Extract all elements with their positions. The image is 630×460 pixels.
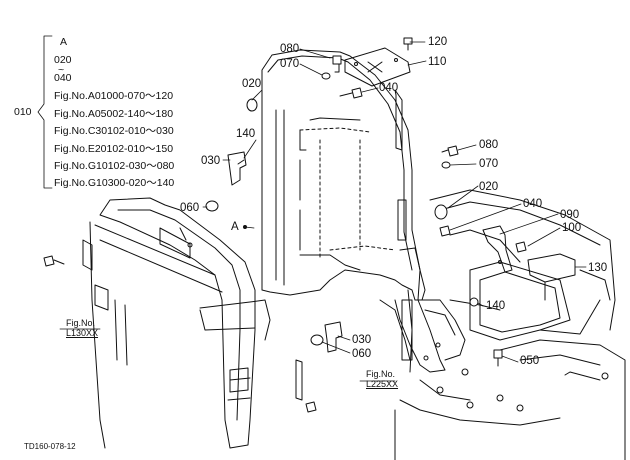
part-130: 130	[588, 262, 608, 274]
part-090: 090	[560, 209, 580, 221]
part-080-right: 080	[479, 139, 499, 151]
ref-line-fig-e20102: Fig.No.E20102-010～150	[54, 143, 174, 155]
main-frame-plate	[261, 49, 466, 373]
fig-ref-left-code[interactable]: L130XX	[66, 328, 99, 338]
fig-ref-left[interactable]: Fig.No. L130XX	[66, 318, 98, 338]
part-020-right: 020	[479, 181, 499, 193]
part-100: 100	[562, 222, 582, 234]
ref-line-fig-g10102: Fig.No.G10102-030～080	[54, 160, 175, 172]
bracket-090	[482, 225, 513, 273]
part-060-left: 060	[180, 202, 200, 214]
ref-line-a: A	[60, 36, 68, 48]
ref-line-fig-c30102: Fig.No.C30102-010～030	[54, 125, 174, 137]
leader-lines	[59, 41, 587, 382]
platform-floor	[394, 189, 626, 460]
part-050: 050	[520, 355, 540, 367]
assembly-brace	[37, 35, 53, 189]
fig-ref-right-word: Fig.No.	[366, 369, 396, 379]
ref-marker-a: A	[231, 221, 239, 233]
part-030-bottom: 030	[352, 334, 372, 346]
cover-plate-110	[344, 47, 411, 87]
part-020-left: 020	[242, 78, 262, 90]
part-140-left: 140	[236, 128, 256, 140]
ref-line-fig-a05002: Fig.No.A05002-140～180	[54, 108, 174, 120]
ref-marker-a-dot	[243, 225, 247, 229]
ref-line-tilde: ~	[58, 64, 65, 76]
fig-ref-right-code[interactable]: L225XX	[366, 379, 399, 389]
ref-line-fig-g10300: Fig.No.G10300-020～140	[54, 177, 175, 189]
part-070-top: 070	[280, 58, 300, 70]
part-060-bottom: 060	[352, 348, 372, 360]
fig-ref-left-word: Fig.No.	[66, 318, 96, 328]
ref-line-fig-a01000: Fig.No.A01000-070～120	[54, 90, 174, 102]
part-140-bottom: 140	[486, 300, 506, 312]
panel-130	[527, 253, 576, 301]
part-110: 110	[428, 56, 447, 68]
part-030-left: 030	[201, 155, 221, 167]
radiator-frame	[82, 197, 303, 449]
ref-line-040: 040	[54, 72, 72, 84]
fig-ref-right[interactable]: Fig.No. L225XX	[366, 369, 398, 389]
assembly-parent-number: 010	[14, 106, 32, 118]
part-040-top: 040	[379, 82, 399, 94]
ref-line-020: 020	[54, 54, 72, 66]
part-070-right: 070	[479, 158, 499, 170]
part-120: 120	[428, 36, 448, 48]
fasteners	[43, 37, 527, 413]
drawing-code: TD160-078-12	[24, 442, 76, 451]
part-040-right: 040	[523, 198, 543, 210]
part-080-top: 080	[280, 43, 300, 55]
